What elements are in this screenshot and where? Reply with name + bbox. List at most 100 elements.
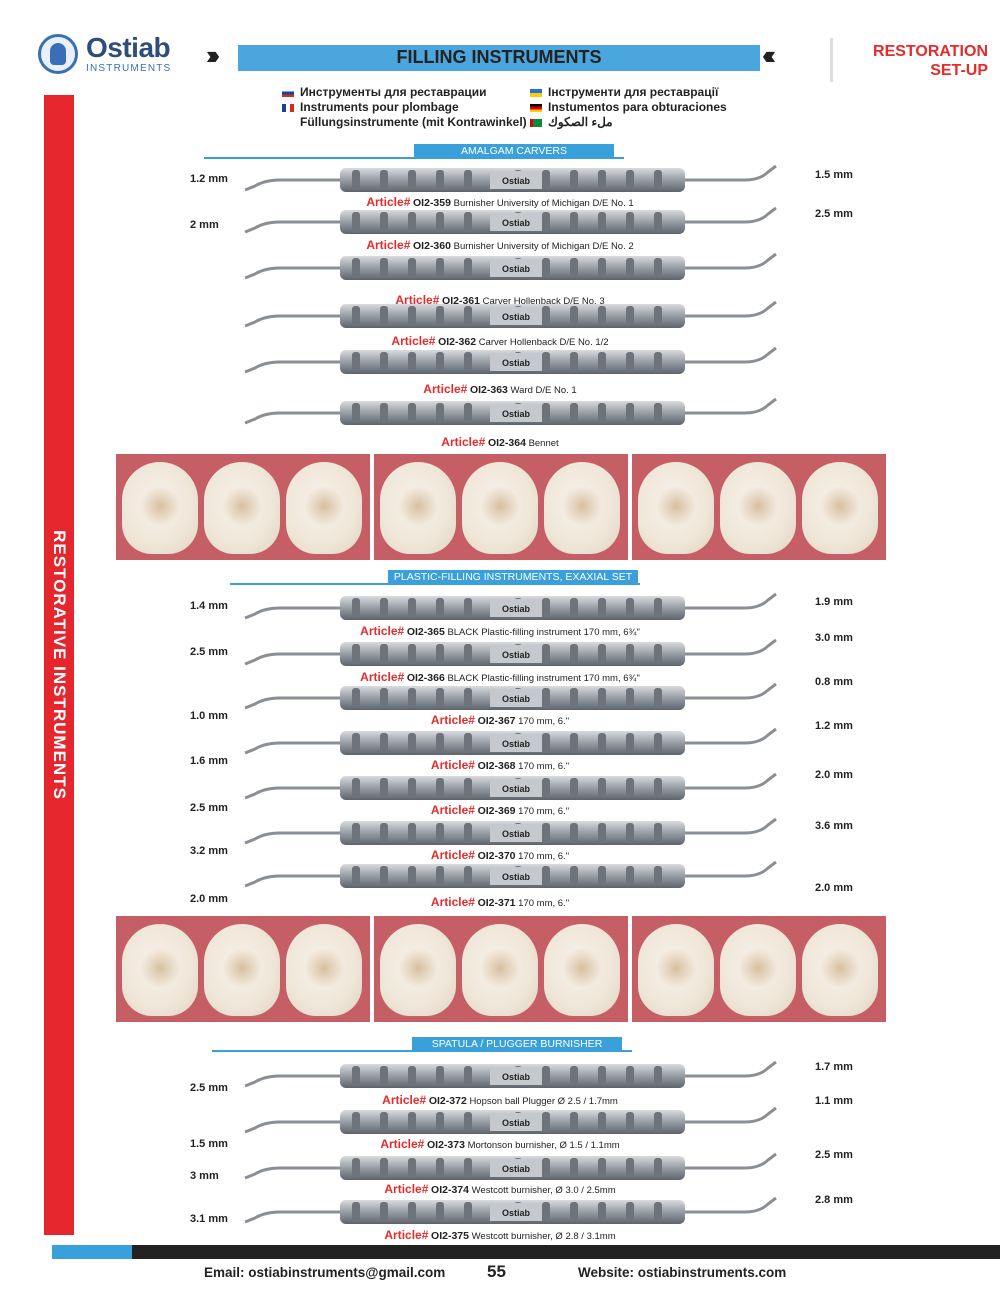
header-bar bbox=[238, 45, 760, 71]
article-code: OI2-363 bbox=[469, 384, 508, 396]
article-label: Article# bbox=[360, 670, 405, 684]
instrument-image-oi2-371: Ostiab bbox=[240, 858, 785, 894]
tip-size-left: 3.1 mm bbox=[190, 1213, 228, 1225]
article-code: OI2-365 bbox=[406, 626, 445, 638]
article-description: Carver Hollenback D/E No. 3 bbox=[482, 296, 605, 307]
tip-size-right: 1.5 mm bbox=[815, 169, 853, 181]
instrument-image-oi2-363: Ostiab bbox=[240, 344, 785, 380]
instrument-image-oi2-359: Ostiab bbox=[240, 162, 785, 198]
tip-size-right: 2.5 mm bbox=[815, 208, 853, 220]
handle-brand-mark: Ostiab bbox=[502, 312, 531, 322]
article-label: Article# bbox=[366, 195, 411, 209]
language-list-right: Інструменти для реставрації Instumentos … bbox=[530, 85, 727, 130]
article-description: BLACK Plastic-filling instrument 170 mm,… bbox=[447, 627, 640, 638]
tip-size-right: 3.6 mm bbox=[815, 820, 853, 832]
page-title: FILLING INSTRUMENTS bbox=[396, 47, 602, 67]
article-caption: Article# OI2-364 Bennet bbox=[0, 435, 1000, 449]
germany-flag-placeholder-icon bbox=[282, 119, 294, 127]
footer-bar bbox=[52, 1245, 1000, 1259]
article-description: BLACK Plastic-filling instrument 170 mm,… bbox=[447, 673, 640, 684]
article-code: OI2-362 bbox=[438, 336, 477, 348]
article-label: Article# bbox=[395, 293, 440, 307]
section-tag-line1: RESTORATION bbox=[873, 43, 988, 60]
article-caption: Article# OI2-360 Burnisher University of… bbox=[0, 238, 1000, 252]
article-description: Westcott burnisher, Ø 3.0 / 2.5mm bbox=[471, 1185, 616, 1196]
chevron-left-icon: ‹‹‹ bbox=[762, 40, 776, 70]
article-code: OI2-368 bbox=[477, 760, 516, 772]
article-caption: Article# OI2-363 Ward D/E No. 1 bbox=[0, 382, 1000, 396]
handle-brand-mark: Ostiab bbox=[502, 650, 531, 660]
section-3-title: SPATULA / PLUGGER BURNISHER bbox=[412, 1037, 622, 1052]
tip-size-left: 2.0 mm bbox=[190, 893, 228, 905]
lang-es: Instumentos para obturaciones bbox=[548, 100, 727, 114]
clinical-photo-1b bbox=[374, 454, 628, 560]
instrument-image-oi2-365: Ostiab bbox=[240, 590, 785, 626]
article-code: OI2-360 bbox=[413, 240, 451, 252]
side-label: RESTORATIVE INSTRUMENTS bbox=[44, 95, 74, 1235]
clinical-photo-2b bbox=[374, 916, 628, 1022]
article-description: Bennet bbox=[528, 438, 559, 449]
lang-de: Füllungsinstrumente (mit Kontrawinkel) bbox=[300, 115, 527, 129]
tip-size-left: 2 mm bbox=[190, 219, 219, 231]
tooth-logo-icon bbox=[38, 34, 78, 74]
article-caption: Article# OI2-369 170 mm, 6." bbox=[0, 803, 1000, 817]
handle-brand-mark: Ostiab bbox=[502, 358, 531, 368]
article-code: OI2-373 bbox=[427, 1139, 465, 1151]
handle-brand-mark: Ostiab bbox=[502, 264, 531, 274]
tip-size-right: 2.0 mm bbox=[815, 882, 853, 894]
handle-brand-mark: Ostiab bbox=[502, 784, 531, 794]
handle-brand-mark: Ostiab bbox=[502, 1208, 531, 1218]
instrument-image-oi2-367: Ostiab bbox=[240, 680, 785, 716]
article-code: OI2-369 bbox=[477, 805, 516, 817]
clinical-photo-2c bbox=[632, 916, 886, 1022]
page-number: 55 bbox=[487, 1262, 506, 1281]
instrument-image-oi2-368: Ostiab bbox=[240, 725, 785, 761]
article-code: OI2-371 bbox=[477, 897, 516, 909]
instrument-image-oi2-370: Ostiab bbox=[240, 815, 785, 851]
article-label: Article# bbox=[360, 624, 405, 638]
article-caption: Article# OI2-365 BLACK Plastic-filling i… bbox=[0, 624, 1000, 638]
article-label: Article# bbox=[380, 1137, 425, 1151]
instrument-image-oi2-364: Ostiab bbox=[240, 395, 785, 431]
handle-brand-mark: Ostiab bbox=[502, 1164, 531, 1174]
handle-brand-mark: Ostiab bbox=[502, 176, 531, 186]
tip-size-right: 2.0 mm bbox=[815, 769, 853, 781]
tip-size-left: 2.5 mm bbox=[190, 646, 228, 658]
article-label: Article# bbox=[384, 1228, 429, 1242]
uae-flag-icon bbox=[530, 118, 542, 127]
article-description: Burnisher University of Michigan D/E No.… bbox=[453, 241, 634, 252]
article-code: OI2-375 bbox=[431, 1230, 469, 1242]
article-description: 170 mm, 6." bbox=[518, 806, 570, 817]
tip-size-right: 1.2 mm bbox=[815, 720, 853, 732]
tag-box bbox=[830, 38, 1000, 82]
tip-size-left: 2.5 mm bbox=[190, 802, 228, 814]
section-2-title: PLASTIC-FILLING INSTRUMENTS, EXAXIAL SET bbox=[388, 570, 638, 585]
lang-ar: ملء الصكوك bbox=[548, 115, 613, 129]
article-description: 170 mm, 6." bbox=[518, 761, 570, 772]
tip-size-right: 1.7 mm bbox=[815, 1061, 853, 1073]
article-caption: Article# OI2-373 Mortonson burnisher, Ø … bbox=[0, 1137, 1000, 1151]
article-caption: Article# OI2-371 170 mm, 6." bbox=[0, 895, 1000, 909]
handle-brand-mark: Ostiab bbox=[502, 872, 531, 882]
article-code: OI2-364 bbox=[487, 437, 526, 449]
handle-brand-mark: Ostiab bbox=[502, 1118, 531, 1128]
instrument-image-oi2-372: Ostiab bbox=[240, 1058, 785, 1094]
tip-size-left: 2.5 mm bbox=[190, 1082, 228, 1094]
tip-size-right: 3.0 mm bbox=[815, 632, 853, 644]
article-caption: Article# OI2-370 170 mm, 6." bbox=[0, 848, 1000, 862]
tip-size-left: 1.2 mm bbox=[190, 173, 228, 185]
brand-subtitle: INSTRUMENTS bbox=[86, 63, 172, 74]
article-code: OI2-367 bbox=[477, 715, 516, 727]
tip-size-left: 1.6 mm bbox=[190, 755, 228, 767]
tip-size-left: 1.4 mm bbox=[190, 600, 228, 612]
handle-brand-mark: Ostiab bbox=[502, 604, 531, 614]
article-caption: Article# OI2-372 Hopson ball Plugger Ø 2… bbox=[0, 1093, 1000, 1107]
language-list-left: Инструменты для реставрации Instruments … bbox=[282, 85, 527, 130]
article-caption: Article# OI2-368 170 mm, 6." bbox=[0, 758, 1000, 772]
instrument-image-oi2-374: Ostiab bbox=[240, 1150, 785, 1186]
footer-accent bbox=[52, 1245, 132, 1259]
tip-size-right: 2.5 mm bbox=[815, 1149, 853, 1161]
brand-logo: Ostiab INSTRUMENTS bbox=[38, 30, 172, 80]
article-caption: Article# OI2-366 BLACK Plastic-filling i… bbox=[0, 670, 1000, 684]
article-label: Article# bbox=[430, 895, 475, 909]
